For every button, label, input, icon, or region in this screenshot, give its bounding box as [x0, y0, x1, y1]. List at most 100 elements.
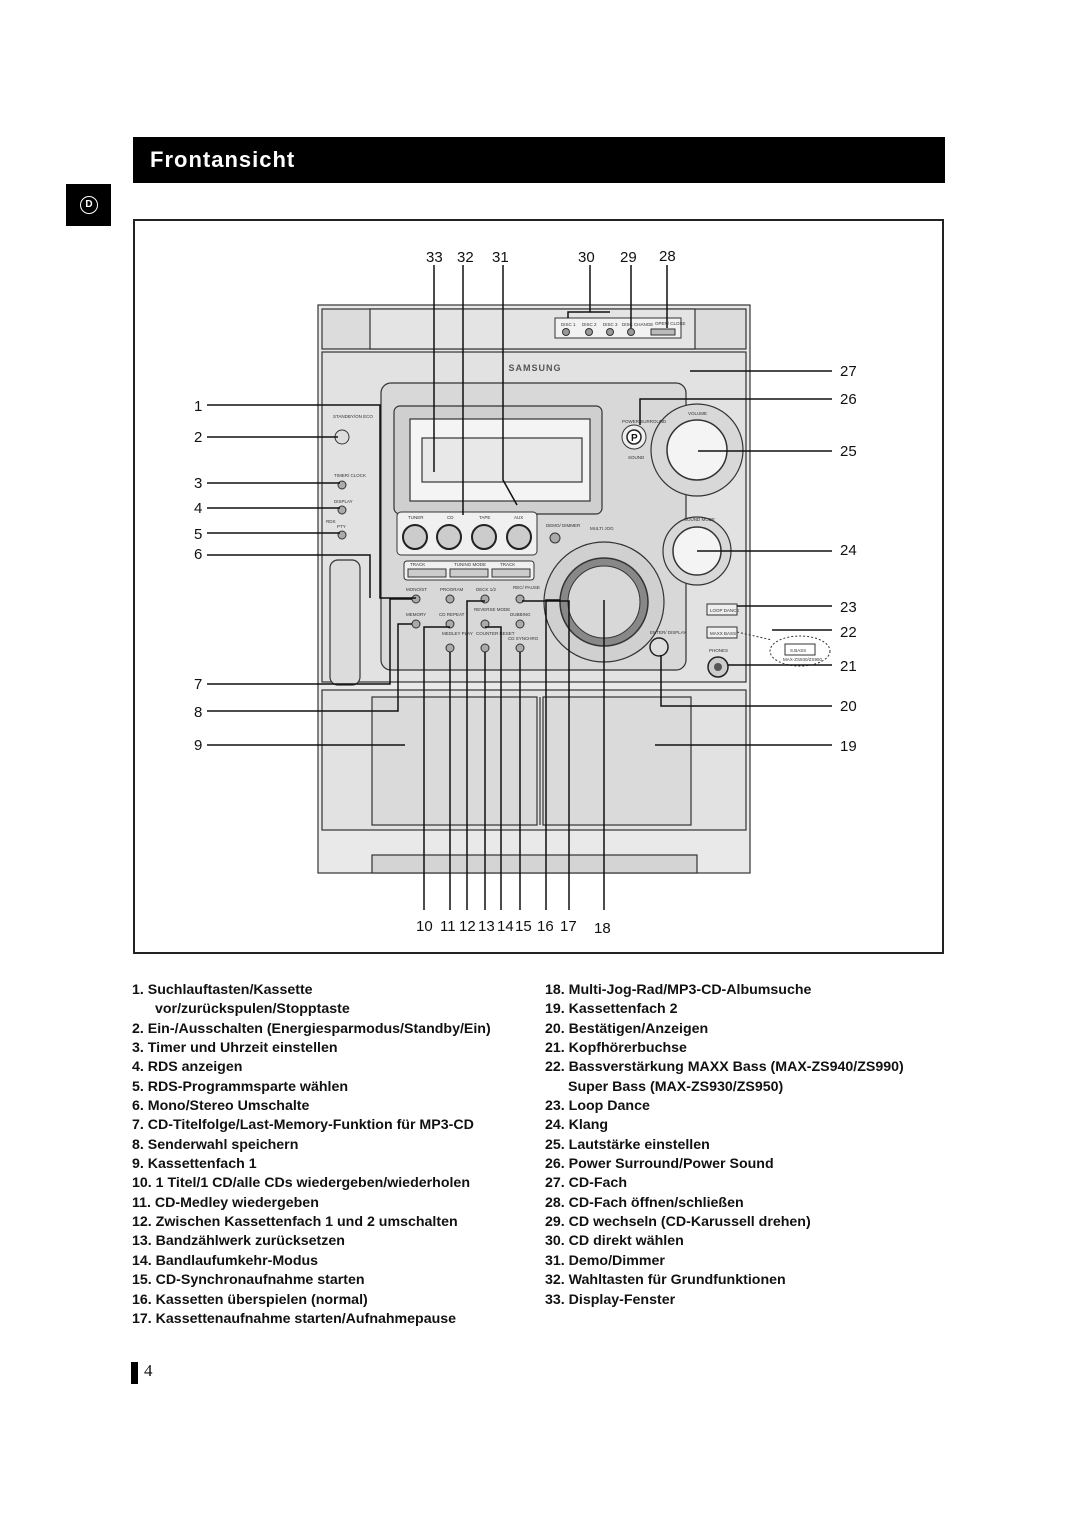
legend-item: 6. Mono/Stereo Umschalte	[132, 1098, 310, 1115]
callout-numbers: 33 32 31 30 29 28 1 2 3 4 5 6 7 8 9 27 2…	[194, 248, 857, 937]
legend-item: 21. Kopfhörerbuchse	[545, 1040, 687, 1057]
display-button[interactable]	[337, 505, 347, 515]
legend-item: 20. Bestätigen/Anzeigen	[545, 1020, 709, 1037]
skip-forward-button[interactable]	[491, 568, 531, 578]
s-bass-models: MAX-ZS930/ZS950	[783, 657, 823, 662]
volume-label: VOLUME	[688, 411, 707, 416]
callout-9: 9	[194, 737, 202, 754]
pty-button[interactable]	[337, 530, 347, 540]
legend-item: 28. CD-Fach öffnen/schließen	[545, 1194, 744, 1211]
callout-31: 31	[492, 249, 509, 266]
deck-button[interactable]	[480, 594, 490, 604]
program-button[interactable]	[445, 594, 455, 604]
legend-item: 22. Bassverstärkung MAXX Bass (MAX-ZS940…	[545, 1059, 904, 1076]
legend-item: 8. Senderwahl speichern	[132, 1136, 299, 1153]
callout-8: 8	[194, 704, 202, 721]
callout-22: 22	[840, 624, 857, 641]
dubbing-label: DUBBING	[510, 612, 531, 617]
callout-12: 12	[459, 918, 476, 935]
memory-button[interactable]	[411, 619, 421, 629]
legend-item: 11. CD-Medley wiedergeben	[132, 1194, 319, 1211]
power-surround-label: POWER SURROUND	[622, 419, 667, 424]
device-body	[317, 304, 751, 874]
legend-item: 27. CD-Fach	[545, 1175, 627, 1192]
cd-button[interactable]	[436, 524, 462, 550]
program-label: PROGRAM	[440, 587, 464, 592]
reverse-mode-button[interactable]	[480, 619, 490, 629]
timer-label: TIMER/ CLOCK	[334, 473, 366, 478]
legend-item: 23. Loop Dance	[545, 1098, 650, 1115]
legend-item: 2. Ein-/Ausschalten (Energiesparmodus/St…	[132, 1020, 491, 1037]
dubbing-button[interactable]	[515, 619, 525, 629]
aux-button[interactable]	[506, 524, 532, 550]
reverse-label: REVERSE MODE	[474, 607, 510, 612]
legend-item: 7. CD-Titelfolge/Last-Memory-Funktion fü…	[132, 1117, 474, 1134]
legend-item: 10. 1 Titel/1 CD/alle CDs wiedergeben/wi…	[132, 1175, 470, 1192]
callout-lines	[207, 265, 832, 910]
counter-reset-button[interactable]	[480, 643, 490, 653]
cd-repeat-button[interactable]	[445, 619, 455, 629]
legend-item: 13. Bandzählwerk zurücksetzen	[132, 1233, 345, 1250]
disc-change-button[interactable]	[627, 328, 635, 336]
function-buttons: TUNER CD TAPE AUX DEMO/ DIMMER	[396, 511, 581, 556]
skip-back-button[interactable]	[407, 568, 447, 578]
left-controls: STANDBY/ON ECO TIMER/ CLOCK DISPLAY RDS …	[326, 414, 373, 540]
tuner-button[interactable]	[402, 524, 428, 550]
timer-clock-button[interactable]	[337, 480, 347, 490]
stop-button[interactable]	[449, 568, 489, 578]
rds-label: RDS	[326, 519, 336, 524]
power-sound-label: SOUND	[628, 455, 645, 460]
pty-label: PTY	[337, 524, 346, 529]
medley-play-button[interactable]	[445, 643, 455, 653]
display-label: DISPLAY	[334, 499, 353, 504]
disc1-button[interactable]	[562, 328, 570, 336]
mono-st-button[interactable]	[411, 594, 421, 604]
memory-label: MEMORY	[406, 612, 426, 617]
tape-label: TAPE	[479, 515, 490, 520]
disc1-label: DISC 1	[561, 322, 576, 327]
enter-display-button[interactable]	[649, 637, 669, 657]
language-letter: D	[80, 196, 98, 214]
phones-label: PHONES	[709, 648, 728, 653]
cd-label: CD	[447, 515, 454, 520]
cd-synchro-button[interactable]	[515, 643, 525, 653]
sound-mode-label: SOUND MODE	[684, 517, 715, 522]
section-title-bar: Frontansicht	[133, 137, 945, 183]
disc-change-label: DISC CHANGE	[622, 322, 653, 327]
track-label-left: TRACK	[410, 562, 425, 567]
legend-item: 17. Kassettenaufnahme starten/Aufnahmepa…	[132, 1310, 457, 1327]
callout-23: 23	[840, 599, 857, 616]
disc2-button[interactable]	[585, 328, 593, 336]
disc3-button[interactable]	[606, 328, 614, 336]
legend-item: 26. Power Surround/Power Sound	[545, 1156, 774, 1173]
callout-26: 26	[840, 391, 857, 408]
open-close-button[interactable]	[650, 328, 676, 336]
callout-28: 28	[659, 248, 676, 265]
legend-item: 33. Display-Fenster	[545, 1291, 676, 1308]
callout-4: 4	[194, 500, 202, 517]
multi-jog-label: MULTI JOG	[590, 526, 614, 531]
enter-display-label: ENTER/ DISPLAY	[650, 630, 686, 635]
loop-dance-label: LOOP DANCE	[710, 608, 739, 613]
brand-logo: SAMSUNG	[508, 363, 561, 373]
rec-pause-button[interactable]	[515, 594, 525, 604]
tuner-label: TUNER	[408, 515, 424, 520]
demo-dimmer-button[interactable]	[549, 532, 561, 544]
cd-synchro-label: CD SYNCHRO	[508, 636, 539, 641]
callout-32: 32	[457, 249, 474, 266]
tuning-mode-label: TUNING MODE	[454, 562, 486, 567]
callout-6: 6	[194, 546, 202, 563]
loop-dance-button[interactable]	[706, 603, 738, 616]
callout-16: 16	[537, 918, 554, 935]
callout-1: 1	[194, 398, 202, 415]
callout-33: 33	[426, 249, 443, 266]
page-number: 4	[144, 1361, 153, 1380]
callout-13: 13	[478, 918, 495, 935]
tape-button[interactable]	[471, 524, 497, 550]
volume-knob[interactable]	[650, 403, 744, 497]
callout-18: 18	[594, 920, 611, 937]
demo-label: DEMO/ DIMMER	[546, 523, 581, 528]
callout-27: 27	[840, 363, 857, 380]
legend-item: vor/zurückspulen/Stopptaste	[155, 1001, 350, 1018]
power-surround-button[interactable]: P	[621, 424, 647, 450]
